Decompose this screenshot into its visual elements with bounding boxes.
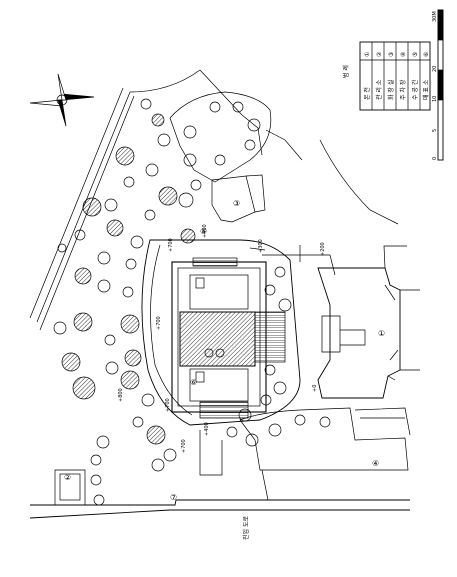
legend-text-3: 화 장 실	[387, 80, 395, 100]
elevation-10: +0	[312, 385, 318, 392]
legend-num-2: ②	[376, 51, 383, 57]
marker-5: ⑤	[200, 227, 207, 236]
elevation-4: +200	[320, 242, 326, 256]
scale-tick-3: 20	[432, 66, 438, 72]
elevation-5: +700	[156, 316, 162, 330]
legend-text-5: 수 공 간	[411, 79, 419, 100]
legend-num-4: ④	[400, 52, 407, 57]
marker-2: ②	[64, 473, 71, 482]
legend-title: 범 례	[342, 65, 350, 78]
legend-num-1: ①	[364, 52, 371, 57]
legend: 범 례 ① 본 전 ② 관 리 소 ③ 화 장 실 ④ 주 차 장 ⑤ 수 공 …	[342, 51, 430, 100]
legend-num-5: ⑤	[412, 52, 419, 57]
legend-num-6: ⑥	[423, 52, 430, 57]
elevation-6: +700	[165, 398, 171, 412]
marker-7: ⑦	[170, 493, 177, 502]
marker-6: ⑥	[190, 378, 197, 387]
elevation-8: +400	[204, 422, 210, 436]
scale-tick-0: 0	[432, 157, 438, 160]
scale-tick-4: 30M	[432, 11, 438, 22]
scale-tick-1: 5	[432, 129, 438, 132]
elevation-2: +400	[202, 224, 208, 238]
north-arrow-icon	[29, 73, 95, 127]
scale-tick-2: 10	[432, 96, 438, 102]
road-label: 진입 도로	[242, 516, 250, 540]
elevation-7: +800	[118, 388, 124, 402]
legend-text-4: 주 차 장	[399, 79, 407, 100]
tree-symbols	[53, 98, 331, 506]
elevation-1: +700	[168, 238, 174, 252]
legend-text-2: 관 리 소	[375, 79, 383, 100]
building-markers: ① ② ③ ④ ⑤ ⑥ ⑦	[64, 199, 385, 502]
elevation-3: +300	[258, 239, 264, 253]
marker-1: ①	[378, 329, 385, 338]
elevation-labels: +700 +400 +300 +200 +700 +700 +800 +400 …	[118, 224, 326, 453]
marker-3: ③	[233, 199, 240, 208]
legend-text-6: 매 표 소	[422, 79, 430, 100]
marker-4: ④	[372, 459, 379, 468]
legend-num-3: ③	[388, 52, 395, 57]
legend-text-1: 본 전	[363, 87, 371, 100]
elevation-9: +700	[181, 439, 187, 453]
scale-bar: 0 5 10 20 30M	[432, 11, 438, 160]
